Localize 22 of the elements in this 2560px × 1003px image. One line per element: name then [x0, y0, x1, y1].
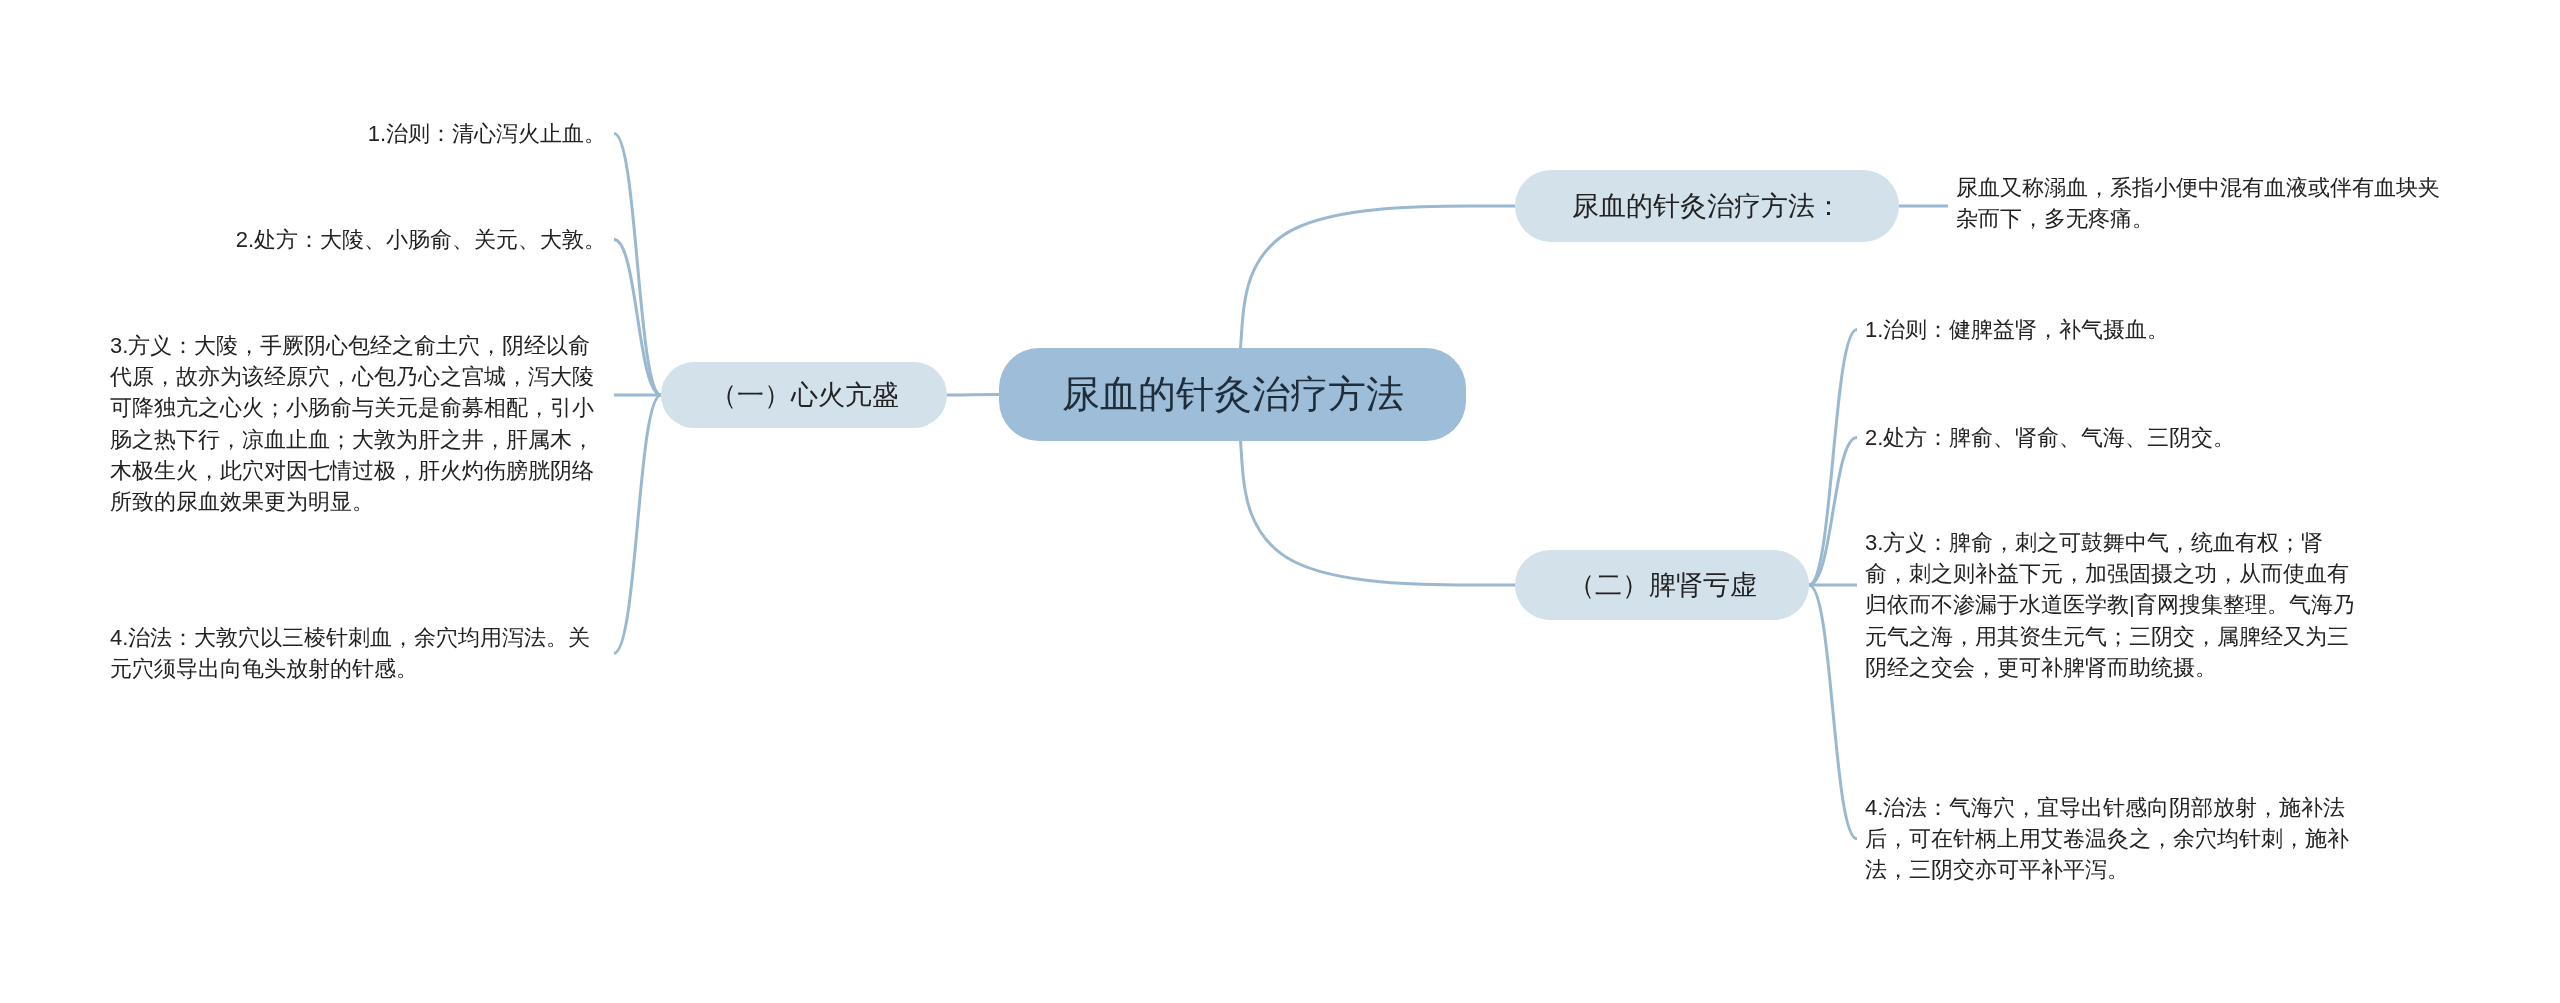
note-text: 1.治则：清心泻火止血。: [110, 118, 606, 150]
connector-line: [1899, 204, 1948, 208]
central-topic: 尿血的针灸治疗方法: [999, 348, 1466, 441]
note-text: 尿血又称溺血，系指小便中混有血液或伴有血块夹杂而下，多无疼痛。: [1956, 172, 2456, 235]
note-text: 2.处方：脾俞、肾俞、气海、三阴交。: [1865, 422, 2365, 454]
connector-line: [947, 393, 999, 397]
note-text: 3.方义：脾俞，刺之可鼓舞中气，统血有权；肾俞，刺之则补益下元，加强固摄之功，从而使血有归依而不渗漏于水道医学教|育网搜集整理。气海乃元气之海，用其资生元气；三阴交，属脾经又为三阴经之交会，更可补脾肾而助统摄。: [1865, 527, 2365, 684]
connector-line: [1239, 204, 1517, 350]
note-text: 4.治法：大敦穴以三棱针刺血，余穴均用泻法。关元穴须导出向龟头放射的针感。: [110, 622, 606, 685]
connector-line: [612, 393, 663, 655]
connector-line: [1809, 583, 1857, 587]
topic-pill: 尿血的针灸治疗方法：: [1515, 170, 1899, 242]
topic-pill: （二）脾肾亏虚: [1515, 550, 1809, 620]
note-text: 1.治则：健脾益肾，补气摄血。: [1865, 314, 2365, 346]
note-text: 2.处方：大陵、小肠俞、关元、大敦。: [110, 224, 606, 256]
connector-line: [613, 238, 662, 397]
connector-line: [1808, 583, 1858, 840]
connector-line: [1239, 439, 1517, 587]
topic-pill: （一）心火亢盛: [661, 362, 947, 428]
connector-line: [614, 393, 661, 397]
note-text: 4.治法：气海穴，宜导出针感向阴部放射，施补法后，可在针柄上用艾卷温灸之，余穴均针刺，施补法，三阴交亦可平补平泻。: [1865, 792, 2365, 886]
note-text: 3.方义：大陵，手厥阴心包经之俞土穴，阴经以俞代原，故亦为该经原穴，心包乃心之宫城，泻大陵可降独亢之心火；小肠俞与关元是俞募相配，引小肠之热下行，凉血止血；大敦为肝之井，肝属木，木极生火，此穴对因七情过极，肝火灼伤膀胱阴络所致的尿血效果更为明显。: [110, 330, 606, 518]
